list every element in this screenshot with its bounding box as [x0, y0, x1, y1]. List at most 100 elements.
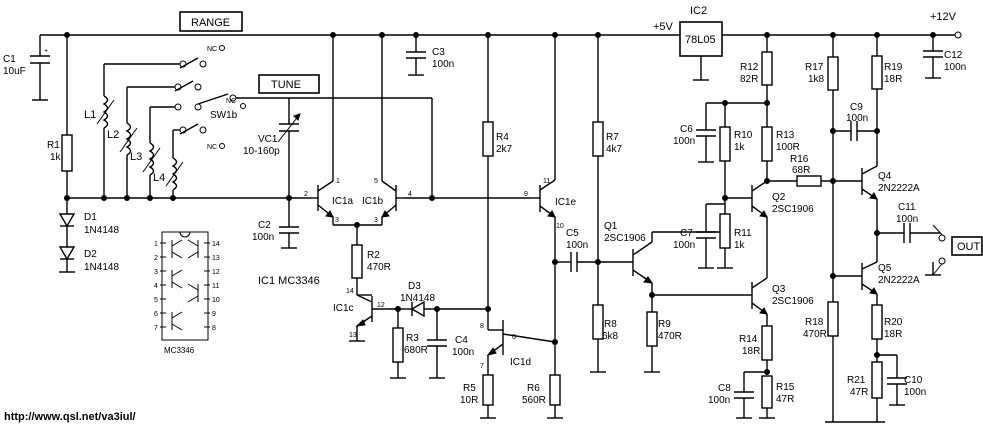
transistor-q3: Q3 2SC1906	[751, 270, 814, 326]
d3-ref: D3	[408, 281, 421, 292]
range-box: RANGE	[179, 11, 243, 32]
pin-11: 11	[543, 178, 550, 185]
resistor-r7: R7 4k7	[592, 32, 623, 305]
pin-6: 6	[512, 334, 516, 341]
coil-l4: L4	[153, 129, 184, 198]
rail-12v-label: +12V	[930, 11, 957, 23]
pin-3a: 3	[335, 217, 339, 224]
regulator-ic2: IC2 78L05	[679, 5, 723, 81]
q1-ref: Q1	[604, 221, 618, 232]
chip-pin-left-4: 4	[154, 283, 158, 290]
ic1b-label: IC1b	[362, 196, 384, 207]
r20-value: 18R	[884, 329, 902, 340]
r19-value: 18R	[884, 74, 902, 85]
c11-ref: C11	[898, 202, 916, 213]
chip-pin-right-11: 11	[212, 283, 219, 290]
resistor-r12: R12 82R	[740, 32, 773, 127]
coil-l1: L1	[84, 63, 180, 198]
transistor-ic1d: IC1d 8 6 7 R5 10R	[460, 320, 556, 419]
ic2-label: IC2	[690, 5, 707, 17]
chip-pin-left-3: 3	[154, 269, 158, 276]
d3-value: 1N4148	[400, 293, 435, 304]
chip-pin-right-12: 12	[212, 269, 220, 276]
ic1-label: IC1 MC3346	[258, 275, 320, 287]
chip-pin-right-13: 13	[212, 255, 220, 262]
c7-value: 100n	[673, 240, 695, 251]
r16-value: 68R	[792, 165, 810, 176]
pin-4: 4	[408, 191, 412, 198]
l3-label: L3	[130, 151, 142, 163]
r15-value: 47R	[776, 394, 794, 405]
capacitor-c12: C12 100n	[923, 32, 966, 79]
transistor-ic1a: IC1a 1 2 3	[304, 35, 354, 225]
pin-10: 10	[556, 223, 564, 230]
chip-pin-right-14: 14	[212, 241, 220, 248]
c1-value: 10uF	[3, 66, 26, 77]
r2-ref: R2	[367, 250, 380, 261]
q5-value: 2N2222A	[878, 275, 920, 286]
coil-l2: L2	[107, 86, 175, 198]
resistor-r20: R20 18R	[871, 304, 903, 362]
r1-ref: R1	[47, 140, 60, 151]
r6-ref: R6	[527, 383, 540, 394]
r9-ref: R9	[658, 319, 671, 330]
r19-ref: R19	[884, 62, 903, 73]
switch-sw1b: SW1b NC NC NC	[174, 45, 432, 151]
capacitor-c4: C4 100n	[427, 306, 474, 379]
r7-ref: R7	[606, 132, 619, 143]
sw1b-label: SW1b	[210, 110, 238, 121]
ic1d-label: IC1d	[510, 357, 531, 368]
chip-pin-right-8: 8	[212, 325, 216, 332]
r13-value: 100R	[776, 142, 800, 153]
r14-ref: R14	[739, 334, 758, 345]
diode-d3: D3 1N4148	[398, 281, 488, 318]
diode-d1: D1 1N4148	[58, 212, 119, 247]
d2-ref: D2	[84, 249, 97, 260]
transistor-q4: Q4 2N2222A	[861, 165, 920, 262]
out-label: OUT	[957, 241, 981, 253]
capacitor-c3: C3 100n	[406, 32, 454, 76]
resistor-r19: R19 18R	[871, 32, 903, 166]
pin-12: 12	[377, 302, 385, 309]
d1-value: 1N4148	[84, 225, 119, 236]
q1-value: 2SC1906	[604, 233, 646, 244]
output-terminals	[925, 224, 946, 276]
resistor-r6: R6 560R	[522, 374, 563, 419]
c12-value: 100n	[944, 62, 966, 73]
chip-pin-right-10: 10	[212, 297, 220, 304]
ic1c-label: IC1c	[333, 303, 354, 314]
resistor-r16: R16 68R	[767, 154, 862, 187]
ic1e-label: IC1e	[555, 197, 577, 208]
q2-ref: Q2	[772, 192, 786, 203]
resistor-r14: R14 18R	[739, 325, 773, 375]
r4-ref: R4	[496, 132, 509, 143]
ic2-value: 78L05	[685, 34, 716, 46]
r4-value: 2k7	[496, 144, 513, 155]
rail-12v-terminal	[954, 31, 962, 39]
capacitor-c10: C10 100n	[877, 354, 926, 406]
d2-value: 1N4148	[84, 262, 119, 273]
q3-ref: Q3	[772, 284, 786, 295]
c6-value: 100n	[673, 136, 695, 147]
c5-value: 100n	[566, 240, 588, 251]
r5-value: 10R	[460, 395, 478, 406]
vc1-ref: VC1	[258, 134, 278, 145]
pin-3b: 3	[374, 217, 378, 224]
c4-ref: C4	[455, 335, 468, 346]
r2-value: 470R	[367, 262, 391, 273]
capacitor-c1: + C1 10uF	[3, 48, 50, 101]
r17-value: 1k8	[808, 74, 825, 85]
resistor-r13: R13 100R	[761, 126, 800, 184]
c6-ref: C6	[680, 124, 693, 135]
r10-ref: R10	[734, 130, 753, 141]
resistor-r9: R9 470R	[644, 311, 682, 373]
c7-ref: C7	[680, 228, 693, 239]
c10-ref: C10	[904, 375, 923, 386]
capacitor-c11: C11 100n	[877, 202, 940, 243]
capacitor-c7: C7 100n	[673, 203, 725, 269]
capacitor-c5: C5 100n	[555, 228, 633, 272]
pin-8: 8	[480, 323, 484, 330]
capacitor-c6: C6 100n	[673, 103, 716, 163]
chip-pin-left-2: 2	[154, 255, 158, 262]
